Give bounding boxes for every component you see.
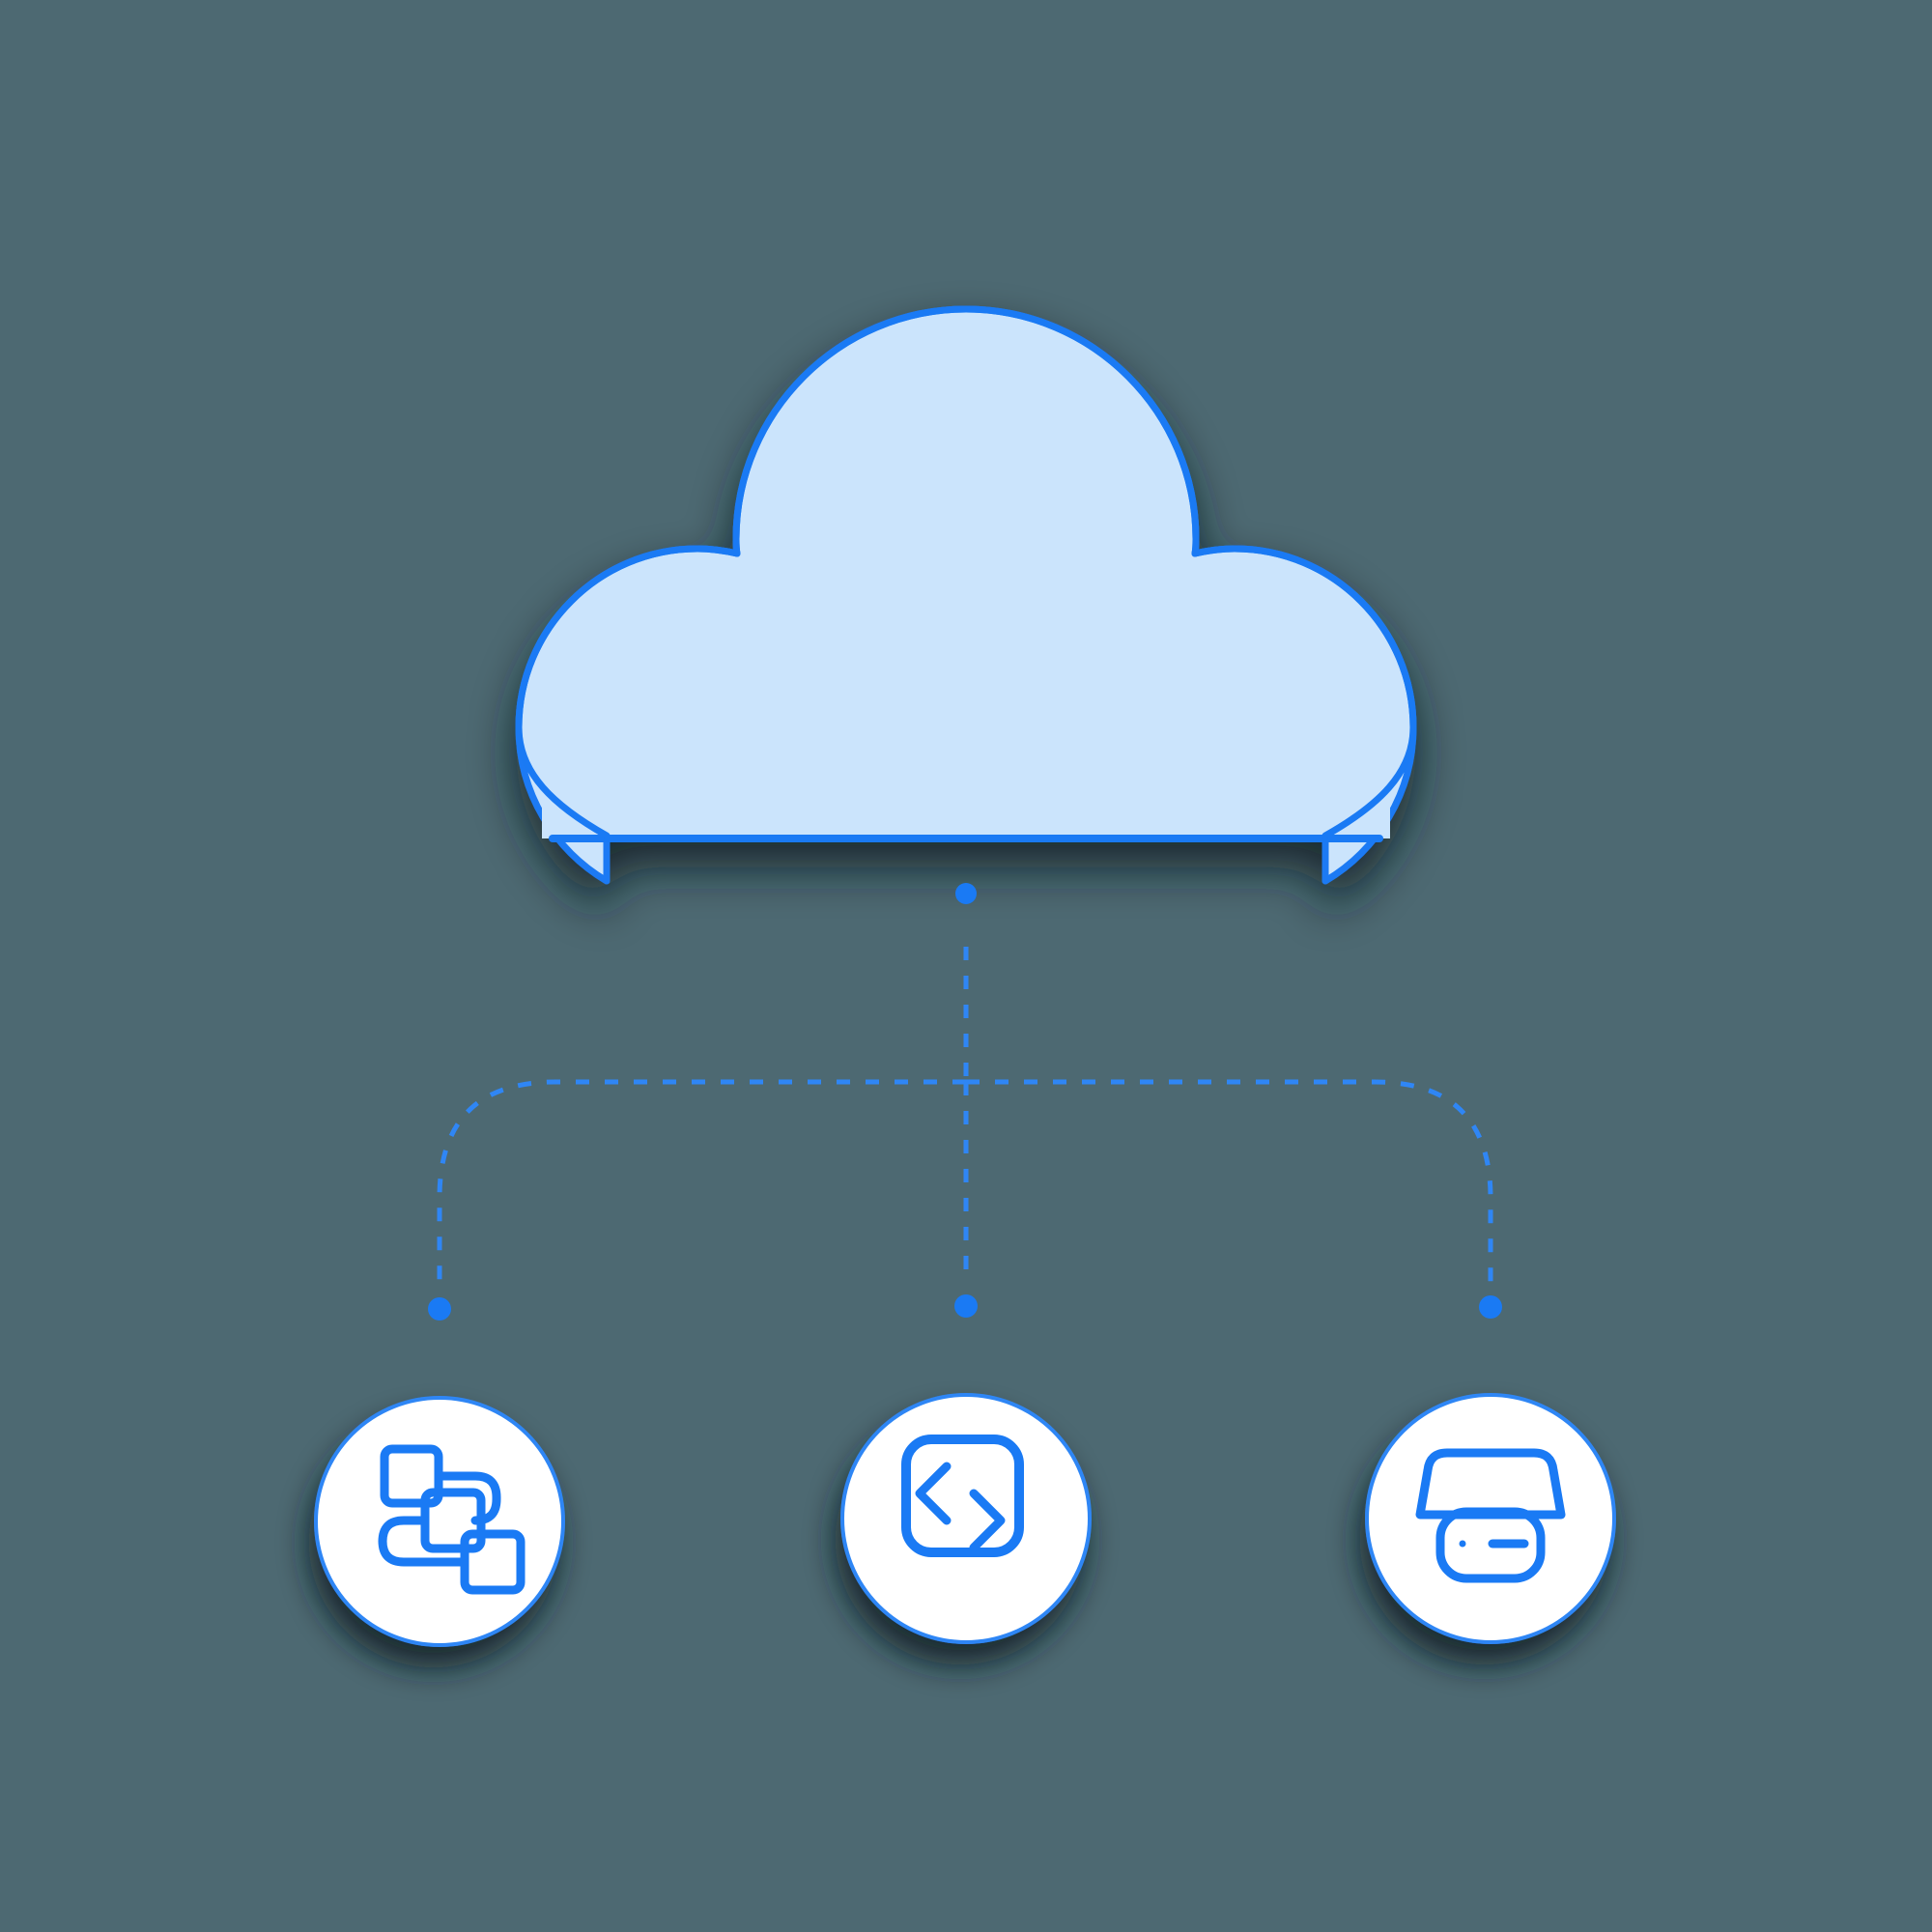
cloud-top-lobe	[732, 305, 1200, 557]
right-endpoint-dot	[1479, 1295, 1502, 1319]
connector-left-branch	[437, 1079, 966, 1285]
node-code-circle[interactable]	[840, 1393, 1092, 1644]
cloud-base-edge	[542, 763, 1390, 838]
node-workflow[interactable]	[314, 1396, 565, 1647]
hard-drive-icon	[1415, 1448, 1566, 1583]
node-storage[interactable]	[1365, 1393, 1616, 1644]
center-endpoint-dot	[954, 1294, 978, 1318]
connector-right-branch	[966, 1079, 1493, 1285]
node-workflow-circle[interactable]	[314, 1396, 565, 1647]
cloud-connector-dot	[955, 883, 977, 904]
workflow-nodes-icon	[378, 1444, 526, 1595]
cloud-node[interactable]	[515, 305, 1417, 885]
code-brackets-icon	[901, 1435, 1024, 1557]
node-code[interactable]	[840, 1393, 1092, 1644]
connector-group	[428, 883, 1502, 1321]
cloud-right-lobe	[1191, 545, 1417, 839]
left-endpoint-dot	[428, 1297, 451, 1321]
cloud-left-lobe	[515, 545, 741, 839]
